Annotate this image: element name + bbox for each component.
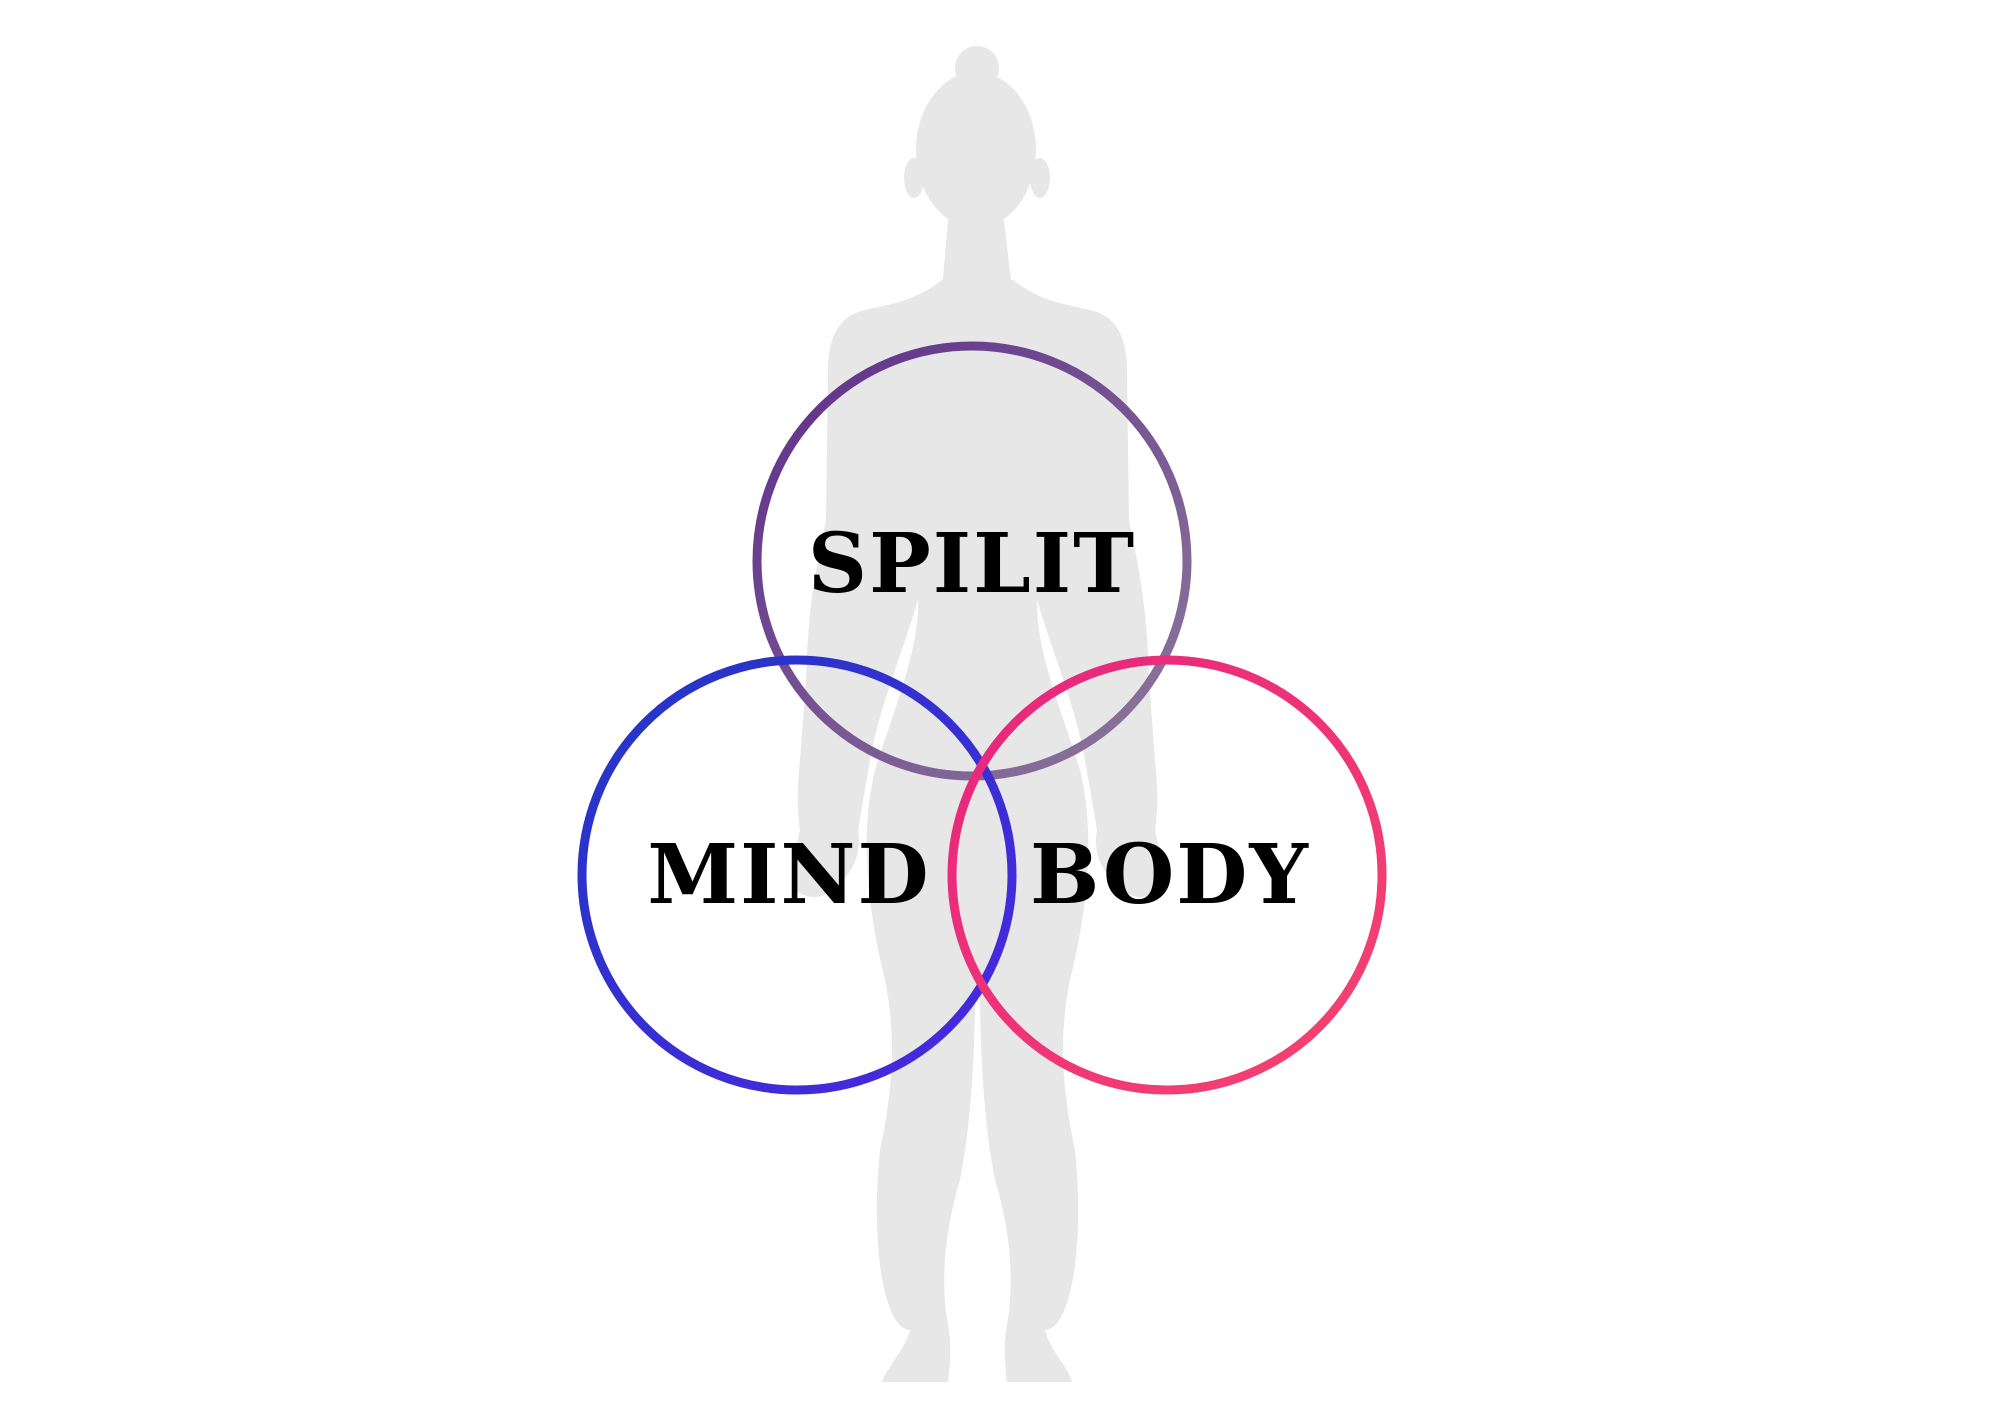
body-circle: BODY bbox=[947, 655, 1387, 1095]
spirit-circle: SPILIT bbox=[752, 341, 1192, 781]
mind-circle: MIND bbox=[577, 655, 1017, 1095]
mind-label: MIND bbox=[647, 827, 930, 923]
body-label: BODY bbox=[1030, 827, 1310, 923]
human-silhouette-icon bbox=[793, 46, 1162, 1382]
spirit-label: SPILIT bbox=[808, 516, 1136, 612]
